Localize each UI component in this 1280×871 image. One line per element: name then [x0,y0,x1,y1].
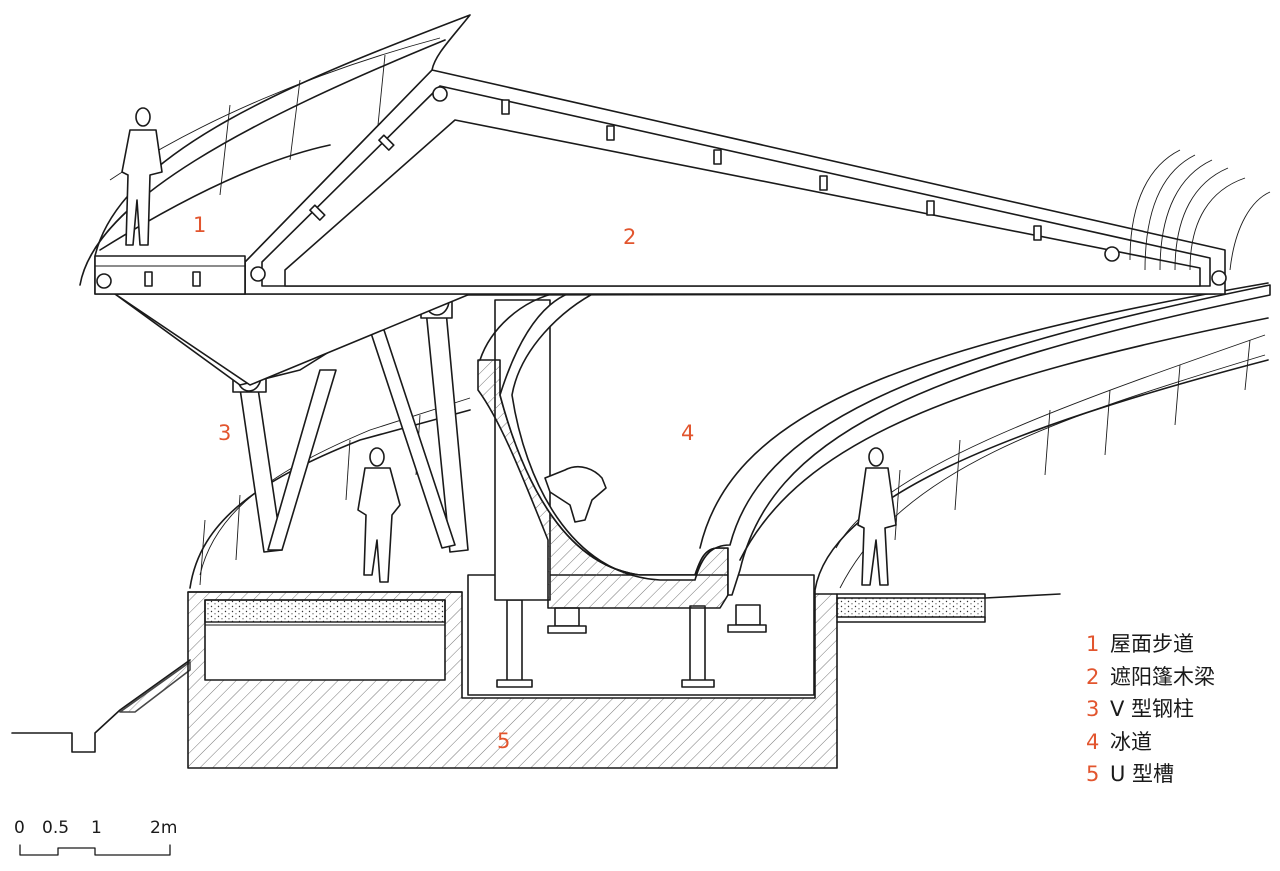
roof-walkway [79,14,471,295]
legend-text: U 型槽 [1110,762,1175,786]
legend-num: 1 [1086,632,1100,656]
legend-item: 5 U 型槽 [1086,758,1215,791]
callout-2: 2 [623,225,636,249]
callout-4: 4 [681,421,694,445]
legend-num: 2 [1086,664,1100,689]
legend: 1 屋面步道 2 遮阳篷木梁 3 V 型钢柱 4 冰道 5 U 型槽 [1086,628,1215,791]
legend-num: 5 [1086,762,1100,786]
terrain-left [11,659,191,753]
scale-label-2m: 2m [150,818,178,838]
scale-label-1: 1 [91,818,102,838]
ice-track [477,282,1271,609]
legend-text: V 型钢柱 [1110,697,1195,721]
lower-walkway [187,397,471,593]
legend-item: 1 屋面步道 [1086,628,1215,661]
railing-right [835,334,1266,589]
legend-text: 冰道 [1110,729,1152,754]
legend-num: 4 [1086,729,1100,754]
callouts: 1 2 3 4 5 [193,213,694,753]
person-roof [121,107,163,246]
scale-label-0: 0 [14,818,25,838]
legend-text: 遮阳篷木梁 [1110,664,1215,689]
scale-bar-line [19,844,171,856]
scale-bar: 0 0.5 1 2m [12,818,192,858]
callout-5: 5 [497,729,510,753]
sled-figure [544,465,607,523]
legend-text: 屋面步道 [1110,632,1194,656]
legend-item: 2 遮阳篷木梁 [1086,661,1215,694]
timber-beam [244,69,1227,295]
callout-1: 1 [193,213,206,237]
scale-label-0-5: 0.5 [42,818,70,838]
right-fins [1129,149,1271,271]
person-right [857,447,897,586]
legend-num: 3 [1086,697,1100,721]
person-walkway [357,447,401,583]
callout-3: 3 [218,421,231,445]
legend-item: 3 V 型钢柱 [1086,693,1215,726]
legend-item: 4 冰道 [1086,726,1215,759]
